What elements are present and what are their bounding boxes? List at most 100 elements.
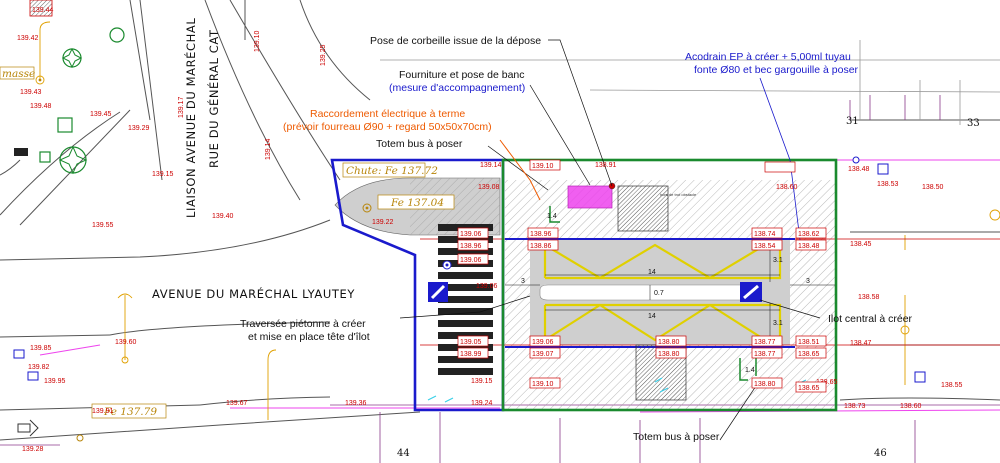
street-light-icon	[267, 349, 277, 420]
street-name-main: AVENUE DU MARÉCHAL LYAUTEY	[152, 286, 355, 301]
vehicle-icon	[14, 148, 28, 156]
boxed-level: 139.07	[532, 351, 554, 358]
bus-zigzag-top	[543, 243, 782, 280]
lot-number-46: 46	[874, 448, 887, 459]
street-name-vertical-2: RUE DU GÉNÉRAL CAT	[206, 29, 221, 168]
level-label: 139.14	[265, 138, 272, 160]
masse-box	[0, 66, 35, 80]
dimension-label: 3.1	[773, 320, 783, 327]
boxed-level: 139.06	[460, 231, 482, 238]
level-label: 139.60	[115, 339, 137, 346]
boxed-level: 139.10	[532, 381, 554, 388]
label-fe-top: Fe 137.04	[390, 197, 444, 209]
boxed-level: 138.74	[754, 231, 776, 238]
boxed-level: 138.65	[798, 385, 820, 392]
lot-number-44: 44	[397, 448, 410, 459]
fe-box-chute	[342, 162, 426, 178]
label-acodrain-2: fonte Ø80 et bec gargouille à poser	[694, 64, 859, 76]
label-traversee-1: Traversée piétonne à créer	[240, 318, 366, 330]
camera-icon	[29, 419, 39, 437]
street-light-icon	[117, 293, 133, 360]
callout-leader-orange	[499, 139, 541, 201]
dimension-label: 14	[648, 269, 656, 276]
level-label: 138.60	[776, 184, 798, 191]
left-equipment	[13, 163, 926, 437]
sign-icon	[914, 371, 926, 383]
boxed-level: 138.96	[530, 231, 552, 238]
label-totem-top: Totem bus à poser	[376, 138, 463, 150]
dimension-label: 14	[648, 313, 656, 320]
dimension-label: 3	[806, 278, 810, 285]
boxed-level: 138.54	[754, 243, 776, 250]
level-label: 139.28	[22, 446, 44, 453]
bus-zigzag-bottom	[543, 303, 782, 343]
level-label: 138.73	[844, 403, 866, 410]
hatched-block	[29, 0, 53, 17]
level-label: 139.43	[20, 89, 42, 96]
dimension-label: 3	[521, 278, 525, 285]
boxed-level: 138.77	[754, 339, 776, 346]
level-label: 139.42	[17, 35, 39, 42]
boxed-level: 138.80	[658, 339, 680, 346]
street-name-vertical-1: LIAISON AVENUE DU MARÉCHAL	[183, 18, 198, 218]
level-label: 138.55	[941, 382, 963, 389]
planter-icon	[57, 117, 73, 133]
planter-icon	[39, 151, 51, 163]
boxed-level: 139.10	[532, 163, 554, 170]
tree-icon	[61, 47, 83, 69]
street-light-icon	[39, 21, 51, 80]
tree-icon	[58, 145, 88, 175]
label-fe-bottom: Fe 137.79	[103, 406, 157, 418]
level-label: 139.25	[320, 44, 327, 66]
level-label: 139.10	[254, 30, 261, 52]
level-label: 139.36	[345, 400, 367, 407]
boxed-level: 139.05	[460, 339, 482, 346]
boxed-level: 138.96	[460, 243, 482, 250]
level-label: 139.08	[478, 184, 500, 191]
level-label: 139.91	[92, 408, 114, 415]
level-label: 139.15	[152, 171, 174, 178]
lot-number-31: 31	[846, 116, 859, 127]
label-banc: Fourniture et pose de banc	[399, 69, 525, 81]
dimension-label: 1.4	[745, 367, 755, 374]
level-label: 139.67	[226, 400, 248, 407]
label-raccord: Raccordement électrique à terme	[310, 108, 465, 120]
lot-number-33: 33	[967, 118, 980, 129]
level-label: 138.48	[848, 166, 870, 173]
bench	[567, 185, 613, 209]
label-totem-bottom: Totem bus à poser	[633, 431, 720, 443]
callout-leaders	[399, 39, 821, 441]
boxed-level: 139.06	[532, 339, 554, 346]
island-beacon-right	[740, 282, 762, 302]
level-label: 139.45	[90, 111, 112, 118]
trees	[14, 27, 125, 175]
green-boundary	[501, 158, 838, 412]
tree-icon	[109, 27, 125, 43]
dimension-label: 3.1	[773, 257, 783, 264]
island-beacon-left	[428, 282, 448, 302]
dimension-label: 1.4	[547, 213, 557, 220]
boxed-level: 138.51	[798, 339, 820, 346]
level-label: 139.48	[30, 103, 52, 110]
bus-shelter-top	[617, 185, 669, 232]
level-label: 139.24	[471, 400, 493, 407]
callout-leader-blue	[759, 77, 801, 241]
label-ilot: Ilot central à créer	[828, 313, 913, 325]
level-label: 139.17	[178, 96, 185, 118]
fe-box-bottom	[91, 403, 167, 419]
level-label: 139.55	[92, 222, 114, 229]
boxed-level: 138.65	[798, 351, 820, 358]
label-corbeille: Pose de corbeille issue de la dépose	[370, 35, 541, 47]
level-label: 139.44	[32, 7, 54, 14]
boxed-level: 138.77	[754, 351, 776, 358]
level-label: 138.47	[850, 340, 872, 347]
drainage-marks	[427, 377, 807, 403]
work-zone	[38, 78, 1000, 442]
label-raccord-note: (prévoir fourreau Ø90 + regard 50x50x70c…	[283, 121, 492, 133]
street-lights	[35, 21, 1000, 420]
level-label: 139.95	[44, 378, 66, 385]
level-label: 139.14	[480, 162, 502, 169]
level-label: 139.15	[471, 378, 493, 385]
level-label: 139.40	[212, 213, 234, 220]
level-label: 139.22	[372, 219, 394, 226]
